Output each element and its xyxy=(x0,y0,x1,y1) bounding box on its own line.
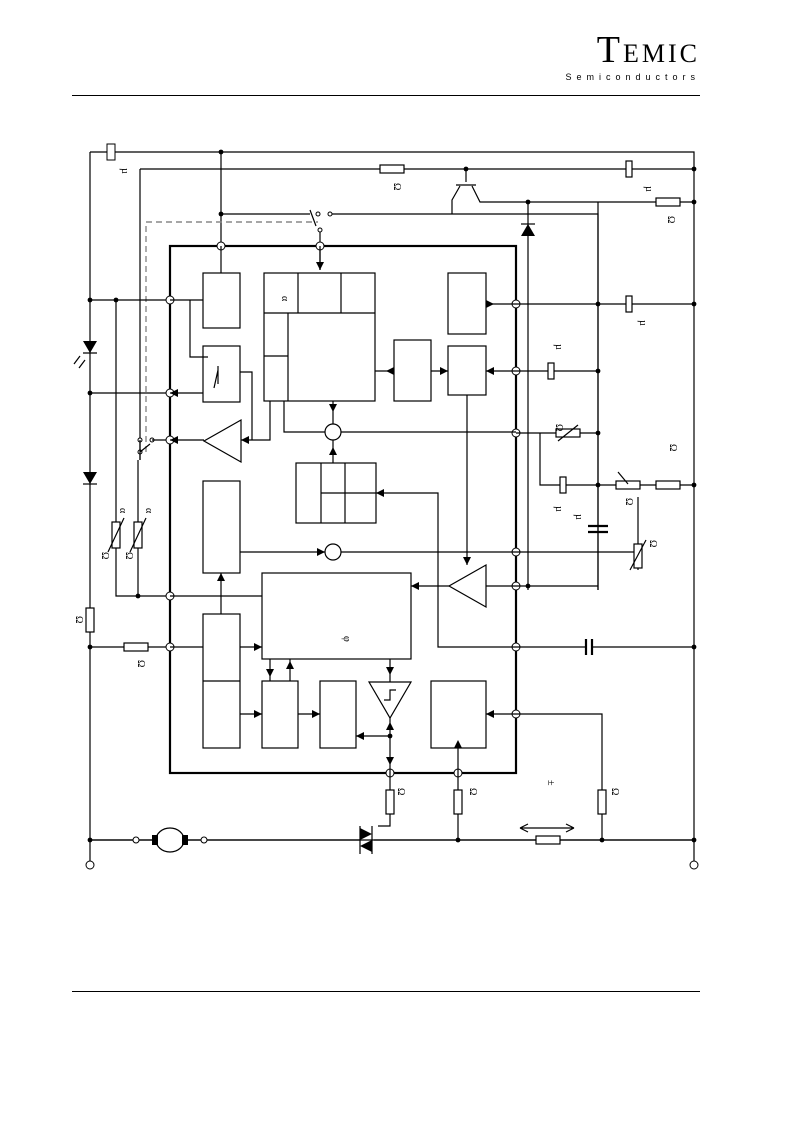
block-supply xyxy=(202,272,241,329)
top-capacitor-body xyxy=(106,143,116,161)
label-ohm-13: Ω xyxy=(609,788,620,795)
right-cap-2 xyxy=(547,362,555,380)
label-ohm-12: Ω xyxy=(467,788,478,795)
right-wiring xyxy=(516,202,694,648)
label-ohm-2: Ω xyxy=(665,216,676,223)
label-mu-6: µ xyxy=(573,514,584,520)
block-bottom-2 xyxy=(319,680,357,749)
triac xyxy=(360,828,372,840)
right-cap-3 xyxy=(559,476,567,494)
right-cap-5 xyxy=(584,639,594,655)
label-alpha-2: α xyxy=(117,508,128,514)
block-bottom-right xyxy=(430,680,487,749)
summing-junction-2 xyxy=(324,543,342,561)
transistor xyxy=(451,169,694,214)
top-resistor xyxy=(379,164,405,174)
label-ohm-8: Ω xyxy=(647,540,658,547)
block-phase-control xyxy=(261,572,412,660)
logo-wordmark: TEMIC xyxy=(596,29,700,71)
bottom-resistor-2 xyxy=(453,789,463,815)
label-alpha-3: α xyxy=(143,508,154,514)
label-mu-5: µ xyxy=(553,506,564,512)
mains-terminal-right xyxy=(689,860,699,870)
sense-line xyxy=(139,168,694,460)
ic-outline xyxy=(168,244,518,775)
logo-subtitle: Semiconductors xyxy=(565,72,700,82)
label-ohm-3: Ω xyxy=(667,444,678,451)
pins-left xyxy=(165,295,175,652)
label-plus-minus: ± xyxy=(545,780,556,786)
right-resistor xyxy=(655,480,681,490)
header-rule xyxy=(72,95,700,96)
block-control-logic xyxy=(263,272,376,402)
label-ohm-9: Ω xyxy=(73,616,84,623)
label-ohm-10: Ω xyxy=(135,660,146,667)
label-ohm-5: Ω xyxy=(99,552,110,559)
switch-linkage xyxy=(145,221,318,452)
label-mu-1: µ xyxy=(119,168,130,174)
label-ohm-11: Ω xyxy=(395,788,406,795)
mains-terminal-left xyxy=(85,860,95,870)
label-ohm-6: Ω xyxy=(123,552,134,559)
label-phi: φ xyxy=(341,636,352,642)
shunt-arrow xyxy=(519,823,575,833)
led xyxy=(83,341,97,353)
opamp-left xyxy=(202,418,242,464)
summing-junction-1 xyxy=(324,423,342,441)
bottom-resistor-3 xyxy=(597,789,607,815)
transistor-resistor xyxy=(655,197,681,207)
left-diode xyxy=(83,472,97,484)
right-pot-2 xyxy=(615,480,641,490)
block-bottom-1 xyxy=(261,680,299,749)
opamp-right xyxy=(447,563,487,609)
label-mu-4: µ xyxy=(553,344,564,350)
bottom-wiring xyxy=(90,713,694,841)
right-cap-1 xyxy=(625,295,633,313)
label-mu-3: µ xyxy=(637,320,648,326)
left-horizontal-resistor xyxy=(123,642,149,652)
left-vertical-resistor xyxy=(85,607,95,633)
diode xyxy=(521,224,535,236)
bottom-resistor-1 xyxy=(385,789,395,815)
label-ohm-1: Ω xyxy=(391,183,402,190)
junction-dots xyxy=(87,149,697,843)
temic-logo: TEMIC Semiconductors xyxy=(560,29,700,82)
footer-rule xyxy=(72,991,700,992)
shunt-resistor xyxy=(535,835,561,845)
label-ohm-4: Ω xyxy=(553,424,564,431)
top-right-capacitor xyxy=(625,160,633,178)
motor xyxy=(155,827,185,853)
block-left-tall xyxy=(202,480,241,574)
label-mu-2: µ xyxy=(643,186,654,192)
label-alpha-1: α xyxy=(279,296,290,302)
block-right-mid xyxy=(447,345,487,396)
label-ohm-7: Ω xyxy=(623,498,634,505)
right-cap-4 xyxy=(588,524,608,534)
block-right-top xyxy=(447,272,487,335)
block-center-right xyxy=(393,339,432,402)
block-switch xyxy=(202,345,241,403)
arrowheads xyxy=(170,262,494,765)
